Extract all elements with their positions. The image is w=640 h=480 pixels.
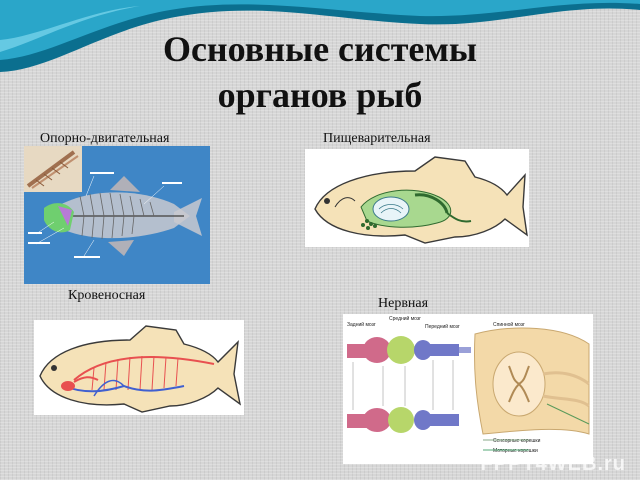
slide-title: Основные системы органов рыб <box>110 26 530 118</box>
label-circulatory: Кровеносная <box>68 288 146 303</box>
label-spinal-cord: Спинной мозг <box>493 321 525 328</box>
watermark: FPPT4WEB.ru <box>480 453 626 475</box>
skeleton-fish-illustration <box>24 146 202 258</box>
nervous-image: Задний мозг Средний мозг Передний мозг С… <box>343 314 593 464</box>
digestive-fish-illustration <box>314 156 528 244</box>
title-line-1: Основные системы <box>162 29 478 69</box>
label-motor-roots: Моторные корешки <box>493 448 538 454</box>
label-musculoskeletal: Опорно-двигательная <box>40 131 170 146</box>
top-wave-decoration <box>0 0 640 72</box>
label-midbrain: Средний мозг <box>389 315 421 322</box>
label-digestive: Пищеварительная <box>323 131 431 146</box>
label-forebrain: Передний мозг <box>425 323 460 330</box>
label-hindbrain: Задний мозг <box>347 321 376 328</box>
title-line-2: органов рыб <box>217 75 423 115</box>
label-nervous: Нервная <box>378 296 429 311</box>
circulatory-fish-illustration <box>39 325 242 413</box>
skeleton-image <box>24 146 210 284</box>
label-sensory-roots: Сенсорные корешки <box>493 438 541 444</box>
digestive-image <box>305 149 529 247</box>
nervous-system-illustration: Задний мозг Средний мозг Передний мозг С… <box>347 315 590 454</box>
circulatory-image <box>34 320 244 415</box>
